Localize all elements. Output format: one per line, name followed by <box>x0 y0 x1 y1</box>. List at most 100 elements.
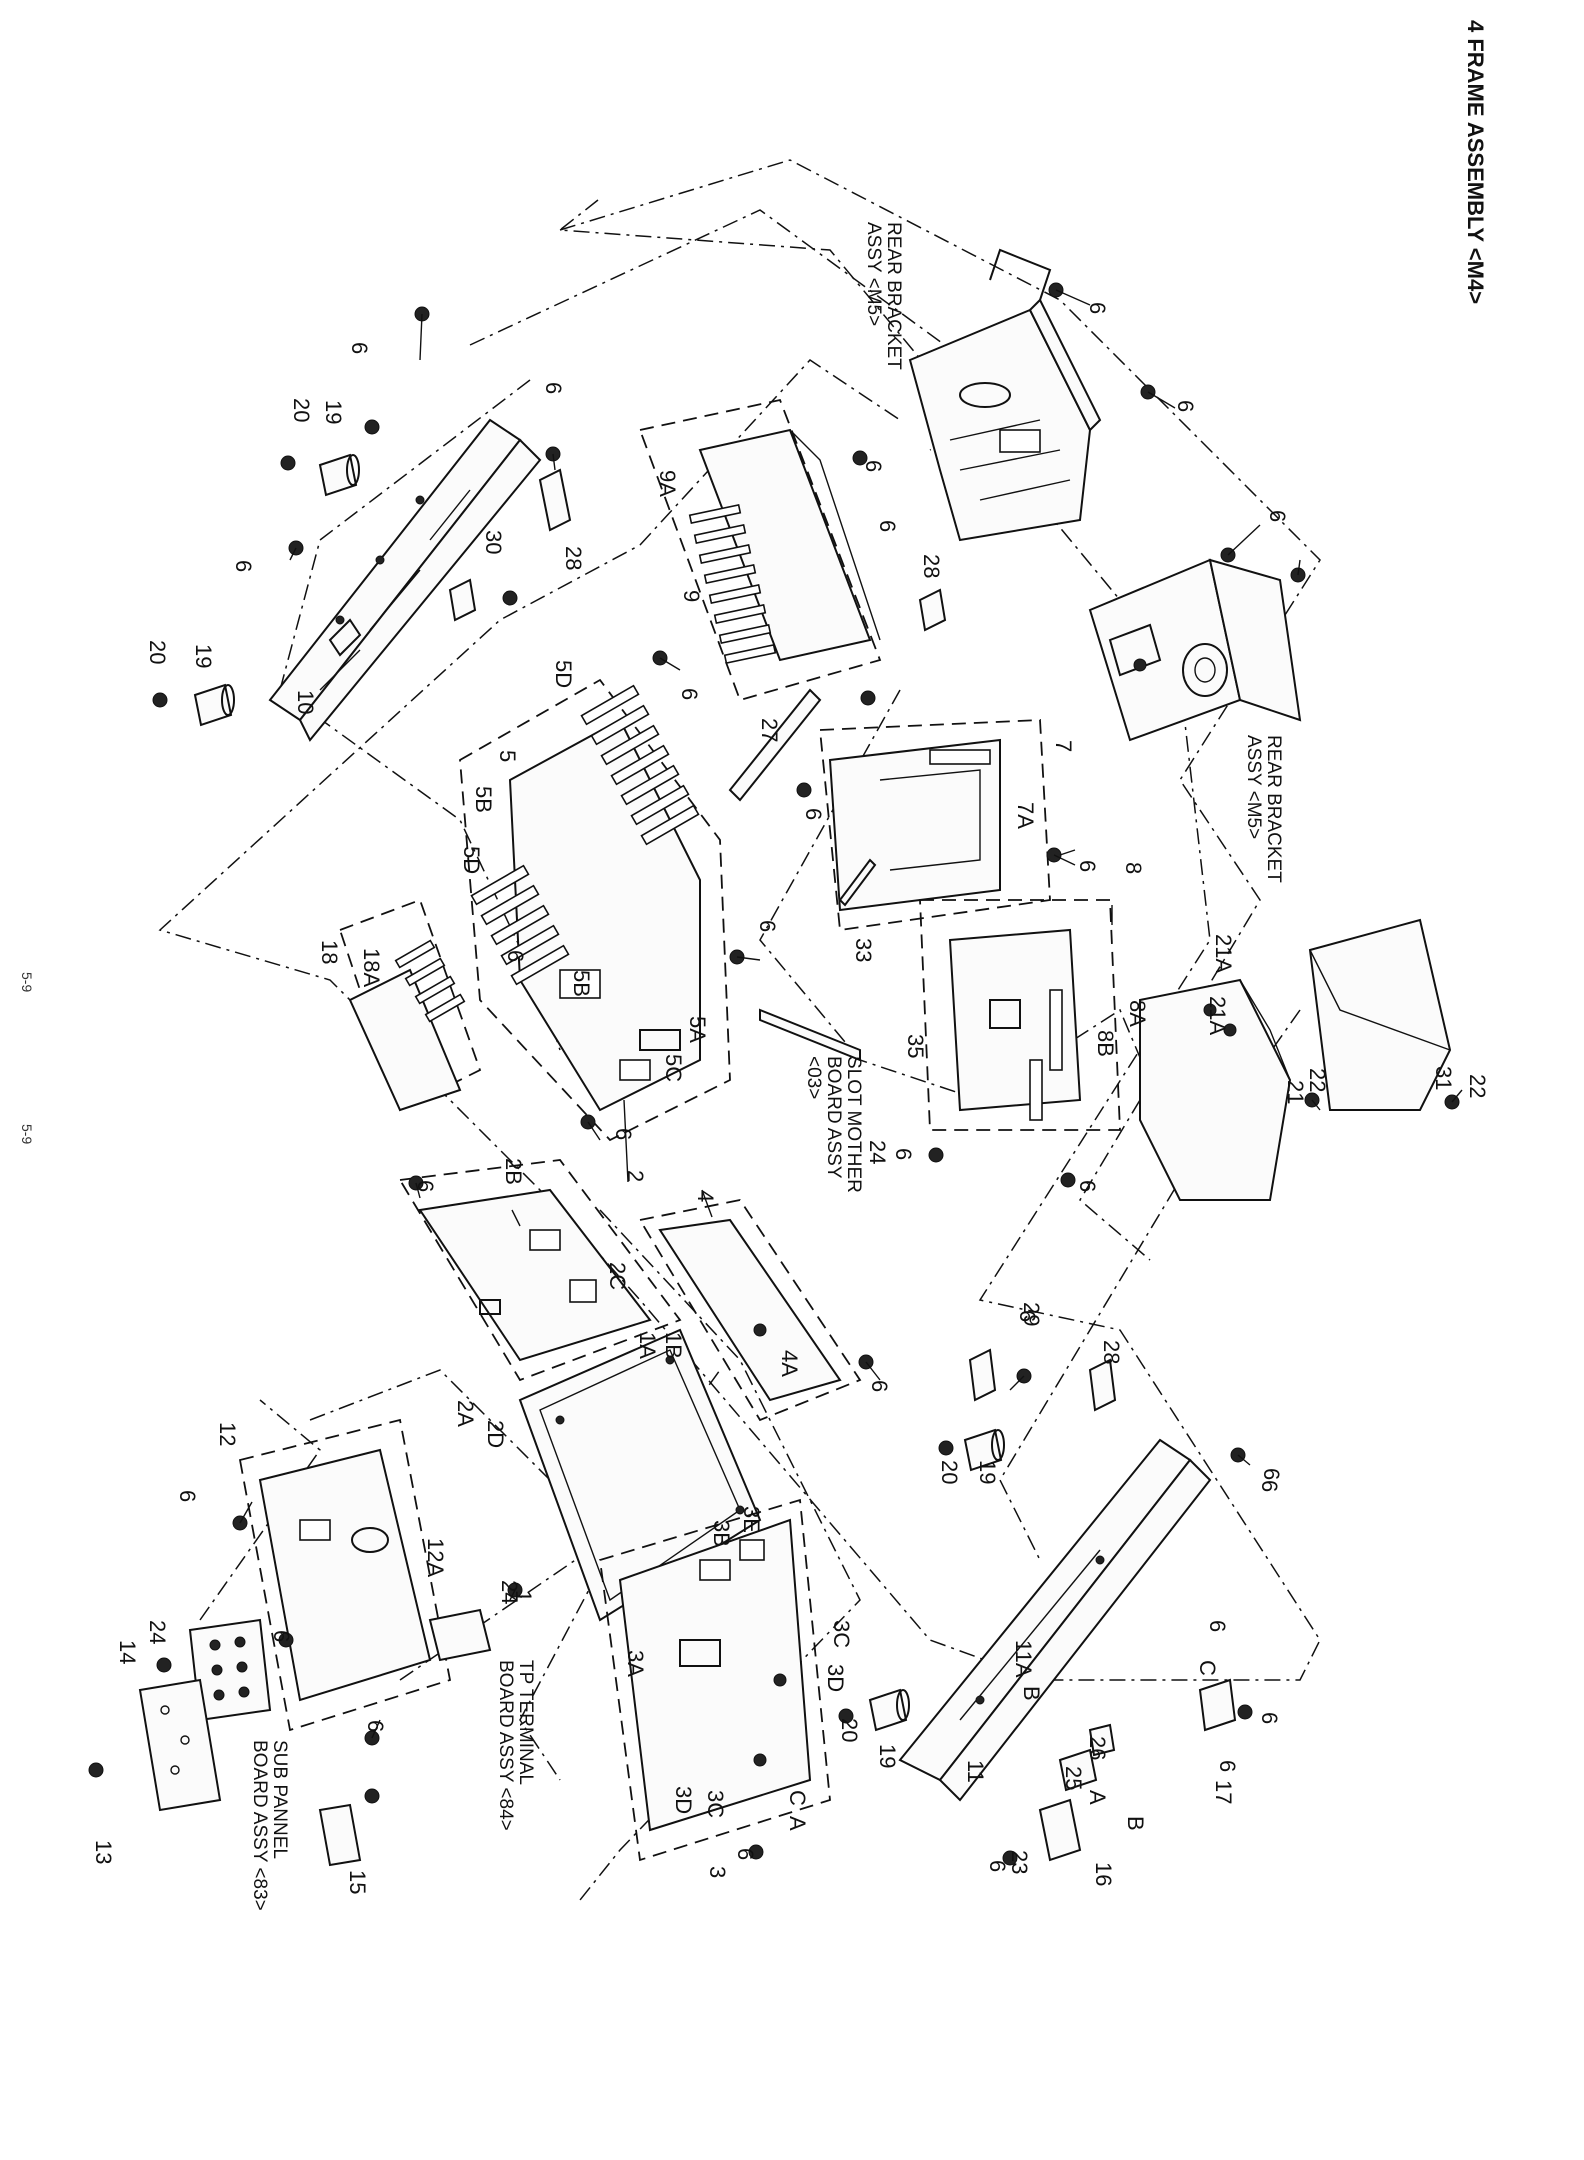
callout-5: 5 <box>495 750 520 762</box>
callout-5b: 5B <box>471 786 496 813</box>
rail-33 <box>838 858 877 907</box>
callout-20: 20 <box>937 1460 962 1484</box>
callout-1a: 1A <box>635 1332 660 1359</box>
rear-bracket-lower-label-line2: ASSY <M5> <box>1243 735 1264 839</box>
callout-6: 6 <box>891 1148 916 1160</box>
callout-6: 6 <box>503 950 528 962</box>
part-26 <box>1088 1723 1116 1757</box>
callout-9a: 9A <box>655 470 680 497</box>
callout-21: 21 <box>1283 1080 1308 1104</box>
callout-3a: 3A <box>623 1650 648 1677</box>
callout-6: 6 <box>755 920 780 932</box>
callout-3e: 3E <box>739 1506 764 1533</box>
foot-19 <box>963 1428 1005 1472</box>
callout-30: 30 <box>481 530 506 554</box>
card-cage-9 <box>638 398 882 702</box>
bracket-28 <box>538 468 572 532</box>
callout-6: 6 <box>541 382 566 394</box>
callout-11: 11 <box>963 1760 988 1783</box>
callout-ref-c: C <box>1195 1660 1220 1676</box>
callout-4: 4 <box>693 1190 718 1202</box>
callout-23: 23 <box>1007 1850 1032 1874</box>
callout-ref-b: B <box>1019 1686 1044 1701</box>
callout-6: 6 <box>1173 400 1198 412</box>
callout-14: 14 <box>115 1640 140 1664</box>
callout-6: 6 <box>1259 1468 1284 1480</box>
tp-terminal-label-line2: BOARD ASSY <84> <box>495 1660 516 1831</box>
callout-28: 28 <box>1099 1340 1124 1364</box>
sub-chassis-18 <box>338 898 482 1112</box>
callout-6: 6 <box>347 342 372 354</box>
callout-18a: 18A <box>359 948 384 987</box>
callout-1: 1 <box>511 1590 536 1602</box>
callout-5c: 5C <box>661 1054 686 1082</box>
callout-6: 6 <box>867 1380 892 1392</box>
callout-2d: 2D <box>483 1420 508 1448</box>
callout-20: 20 <box>837 1718 862 1742</box>
callout-2: 2 <box>623 1170 648 1182</box>
callout-6: 6 <box>413 1180 438 1192</box>
callout-20: 20 <box>145 640 170 664</box>
unit-12 <box>238 1418 452 1732</box>
callout-29: 29 <box>1019 1302 1044 1326</box>
callout-6: 6 <box>269 1630 294 1642</box>
callout-15: 15 <box>345 1870 370 1894</box>
foot-19 <box>193 683 235 727</box>
callout-3d: 3D <box>823 1664 848 1692</box>
callout-3b: 3B <box>709 1520 734 1547</box>
callout-3c: 3C <box>703 1790 728 1818</box>
callout-8a: 8A <box>1125 1000 1150 1027</box>
callout-21a: 21A <box>1211 934 1236 973</box>
callout-2c: 2C <box>605 1262 630 1290</box>
bracket-28 <box>1088 1358 1117 1412</box>
callout-12a: 12A <box>423 1538 448 1577</box>
callout-5b: 5B <box>569 970 594 997</box>
callout-6: 6 <box>1085 302 1110 314</box>
callout-33: 33 <box>851 938 876 962</box>
slot-mother-label-line3: <03> <box>803 1056 824 1099</box>
board-3 <box>599 1498 831 1862</box>
callout-20: 20 <box>289 398 314 422</box>
callout-6: 6 <box>1075 860 1100 872</box>
callout-19: 19 <box>191 644 216 668</box>
side-panel-10 <box>268 418 542 742</box>
callout-13: 13 <box>91 1840 116 1864</box>
callout-6: 6 <box>611 1128 636 1140</box>
callout-17: 17 <box>1211 1780 1236 1804</box>
callout-ref-c: C <box>785 1790 810 1806</box>
bracket-16 <box>1038 1798 1082 1862</box>
callout-9: 9 <box>679 590 704 602</box>
callout-6: 6 <box>875 520 900 532</box>
callout-6: 6 <box>1257 1712 1282 1724</box>
slot-mother-board <box>759 1008 861 1062</box>
sub-pannel-label-line2: BOARD ASSY <83> <box>249 1740 270 1911</box>
plate-14 <box>138 1678 222 1812</box>
rear-bracket-lower-label-line1: REAR BRACKET <box>1263 735 1284 883</box>
sub-pannel-label-line1: SUB PANNEL <box>269 1740 290 1859</box>
callout-6: 6 <box>1075 1180 1100 1192</box>
frame-1 <box>518 1328 762 1622</box>
callout-19: 19 <box>975 1460 1000 1484</box>
callout-5d: 5D <box>459 846 484 874</box>
callout-leaders <box>239 289 1463 1739</box>
callout-28: 28 <box>919 554 944 578</box>
callout-35: 35 <box>903 1034 928 1058</box>
callout-6: 6 <box>1205 1620 1230 1632</box>
callout-6: 6 <box>1015 1310 1040 1322</box>
part-25 <box>1058 1748 1098 1792</box>
callout-31: 31 <box>1431 1066 1456 1090</box>
foot-19 <box>868 1688 910 1732</box>
callout-6: 6 <box>231 560 256 572</box>
rear-bracket-assy-lower <box>1088 558 1302 742</box>
callout-6: 6 <box>1215 1760 1240 1772</box>
callout-3: 3 <box>705 1866 730 1878</box>
plate-15 <box>318 1803 362 1867</box>
slot-mother-label-line2: BOARD ASSY <box>823 1056 844 1179</box>
callout-16: 16 <box>1091 1862 1116 1886</box>
bracket-29 <box>968 1348 997 1402</box>
callout-18: 18 <box>317 940 342 964</box>
bracket-8 <box>919 899 1121 1131</box>
bracket-30 <box>448 578 477 622</box>
tp-terminal-board <box>428 1608 492 1662</box>
